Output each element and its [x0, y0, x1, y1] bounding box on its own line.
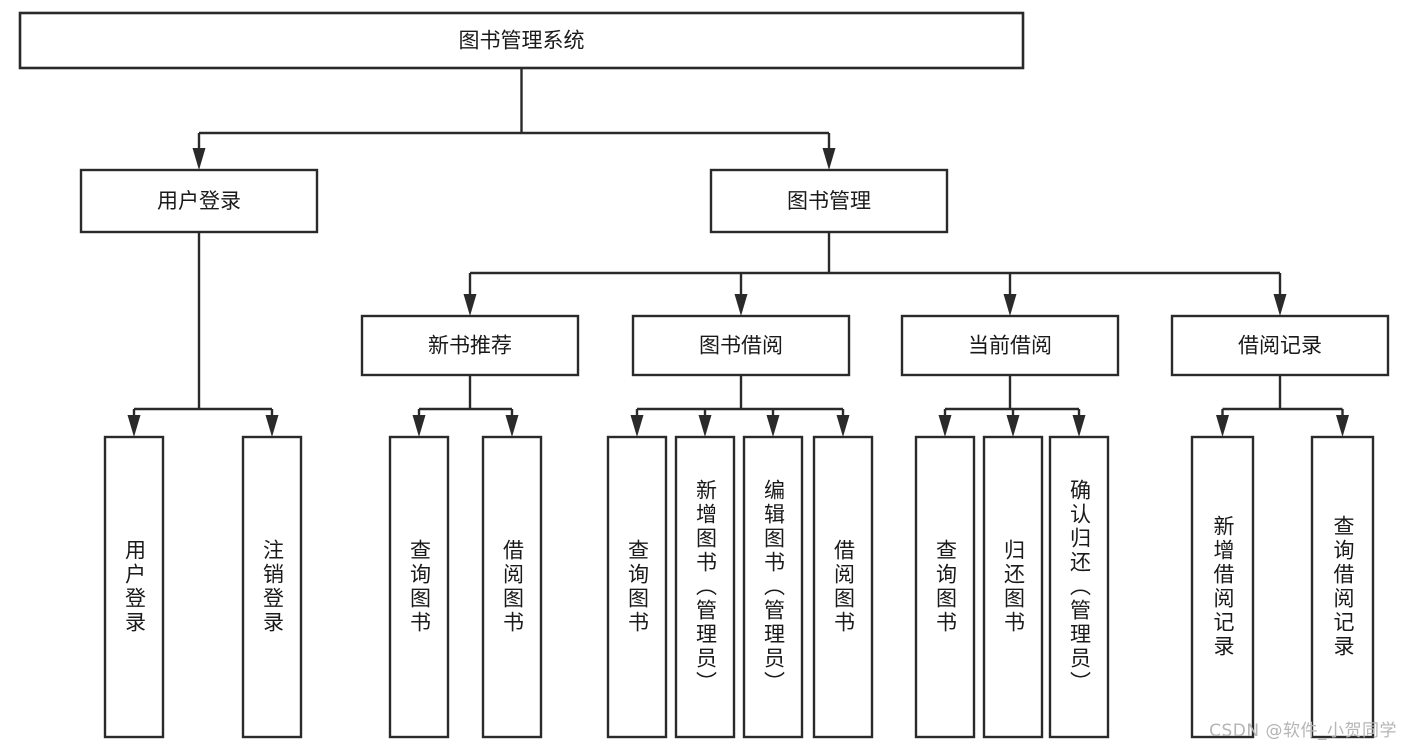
arrowhead-root-1 — [822, 148, 836, 170]
node-box-new-book-recommend[interactable] — [360, 314, 580, 377]
node-label-user-login: 用户登录 — [157, 189, 241, 213]
node-box-leaf-query-book-3[interactable] — [914, 435, 976, 739]
arrowhead-borrow-record-0 — [1216, 415, 1229, 437]
node-label-borrow-record: 借阅记录 — [1238, 334, 1322, 358]
node-box-leaf-borrow-book-1[interactable] — [481, 435, 543, 739]
arrowhead-bookmgmt-2 — [1003, 294, 1017, 316]
arrowhead-book-borrow-0 — [630, 415, 644, 437]
node-label-current-borrow: 当前借阅 — [968, 334, 1052, 358]
node-box-user-login[interactable] — [79, 168, 319, 234]
node-box-leaf-query-book-2[interactable] — [606, 435, 668, 739]
arrowhead-bookmgmt-3 — [1273, 294, 1287, 316]
node-box-book-borrow[interactable] — [631, 314, 851, 377]
node-label-book-borrow: 图书借阅 — [699, 334, 783, 358]
node-box-leaf-return-book[interactable] — [982, 435, 1044, 739]
arrowhead-root-0 — [192, 148, 206, 170]
arrowhead-new-book-recommend-0 — [412, 415, 426, 437]
arrowhead-borrow-record-1 — [1336, 415, 1349, 437]
watermark-text: CSDN @软件_小贺同学 — [1209, 721, 1397, 741]
node-box-leaf-borrow-book-2[interactable] — [812, 435, 874, 739]
node-box-root[interactable] — [18, 11, 1025, 70]
arrowhead-userlogin-0 — [127, 415, 141, 437]
node-box-leaf-add-record[interactable] — [1190, 435, 1255, 739]
node-label-new-book-recommend: 新书推荐 — [428, 334, 512, 358]
arrowhead-new-book-recommend-1 — [505, 415, 519, 437]
node-box-leaf-add-book[interactable] — [674, 435, 736, 739]
node-label-book-management: 图书管理 — [787, 189, 871, 213]
arrowhead-book-borrow-1 — [698, 415, 712, 437]
node-box-leaf-logout[interactable] — [241, 435, 303, 739]
connector-edges — [127, 68, 1349, 437]
arrowhead-bookmgmt-0 — [463, 294, 477, 316]
arrowhead-book-borrow-3 — [836, 415, 850, 437]
node-box-leaf-user-login[interactable] — [103, 435, 165, 739]
arrowhead-current-borrow-2 — [1072, 415, 1086, 437]
node-box-leaf-query-book-1[interactable] — [388, 435, 450, 739]
node-box-leaf-query-record[interactable] — [1310, 435, 1375, 739]
arrowhead-bookmgmt-1 — [734, 294, 748, 316]
node-box-leaf-edit-book[interactable] — [742, 435, 804, 739]
node-box-book-management[interactable] — [709, 168, 949, 234]
node-boxes — [18, 11, 1390, 739]
node-box-leaf-confirm-return[interactable] — [1048, 435, 1110, 739]
arrowhead-current-borrow-0 — [938, 415, 952, 437]
node-box-current-borrow[interactable] — [900, 314, 1120, 377]
arrowhead-userlogin-1 — [265, 415, 279, 437]
node-box-borrow-record[interactable] — [1170, 314, 1390, 377]
arrowhead-current-borrow-1 — [1006, 415, 1020, 437]
arrowhead-book-borrow-2 — [766, 415, 780, 437]
node-label-root: 图书管理系统 — [459, 29, 585, 53]
